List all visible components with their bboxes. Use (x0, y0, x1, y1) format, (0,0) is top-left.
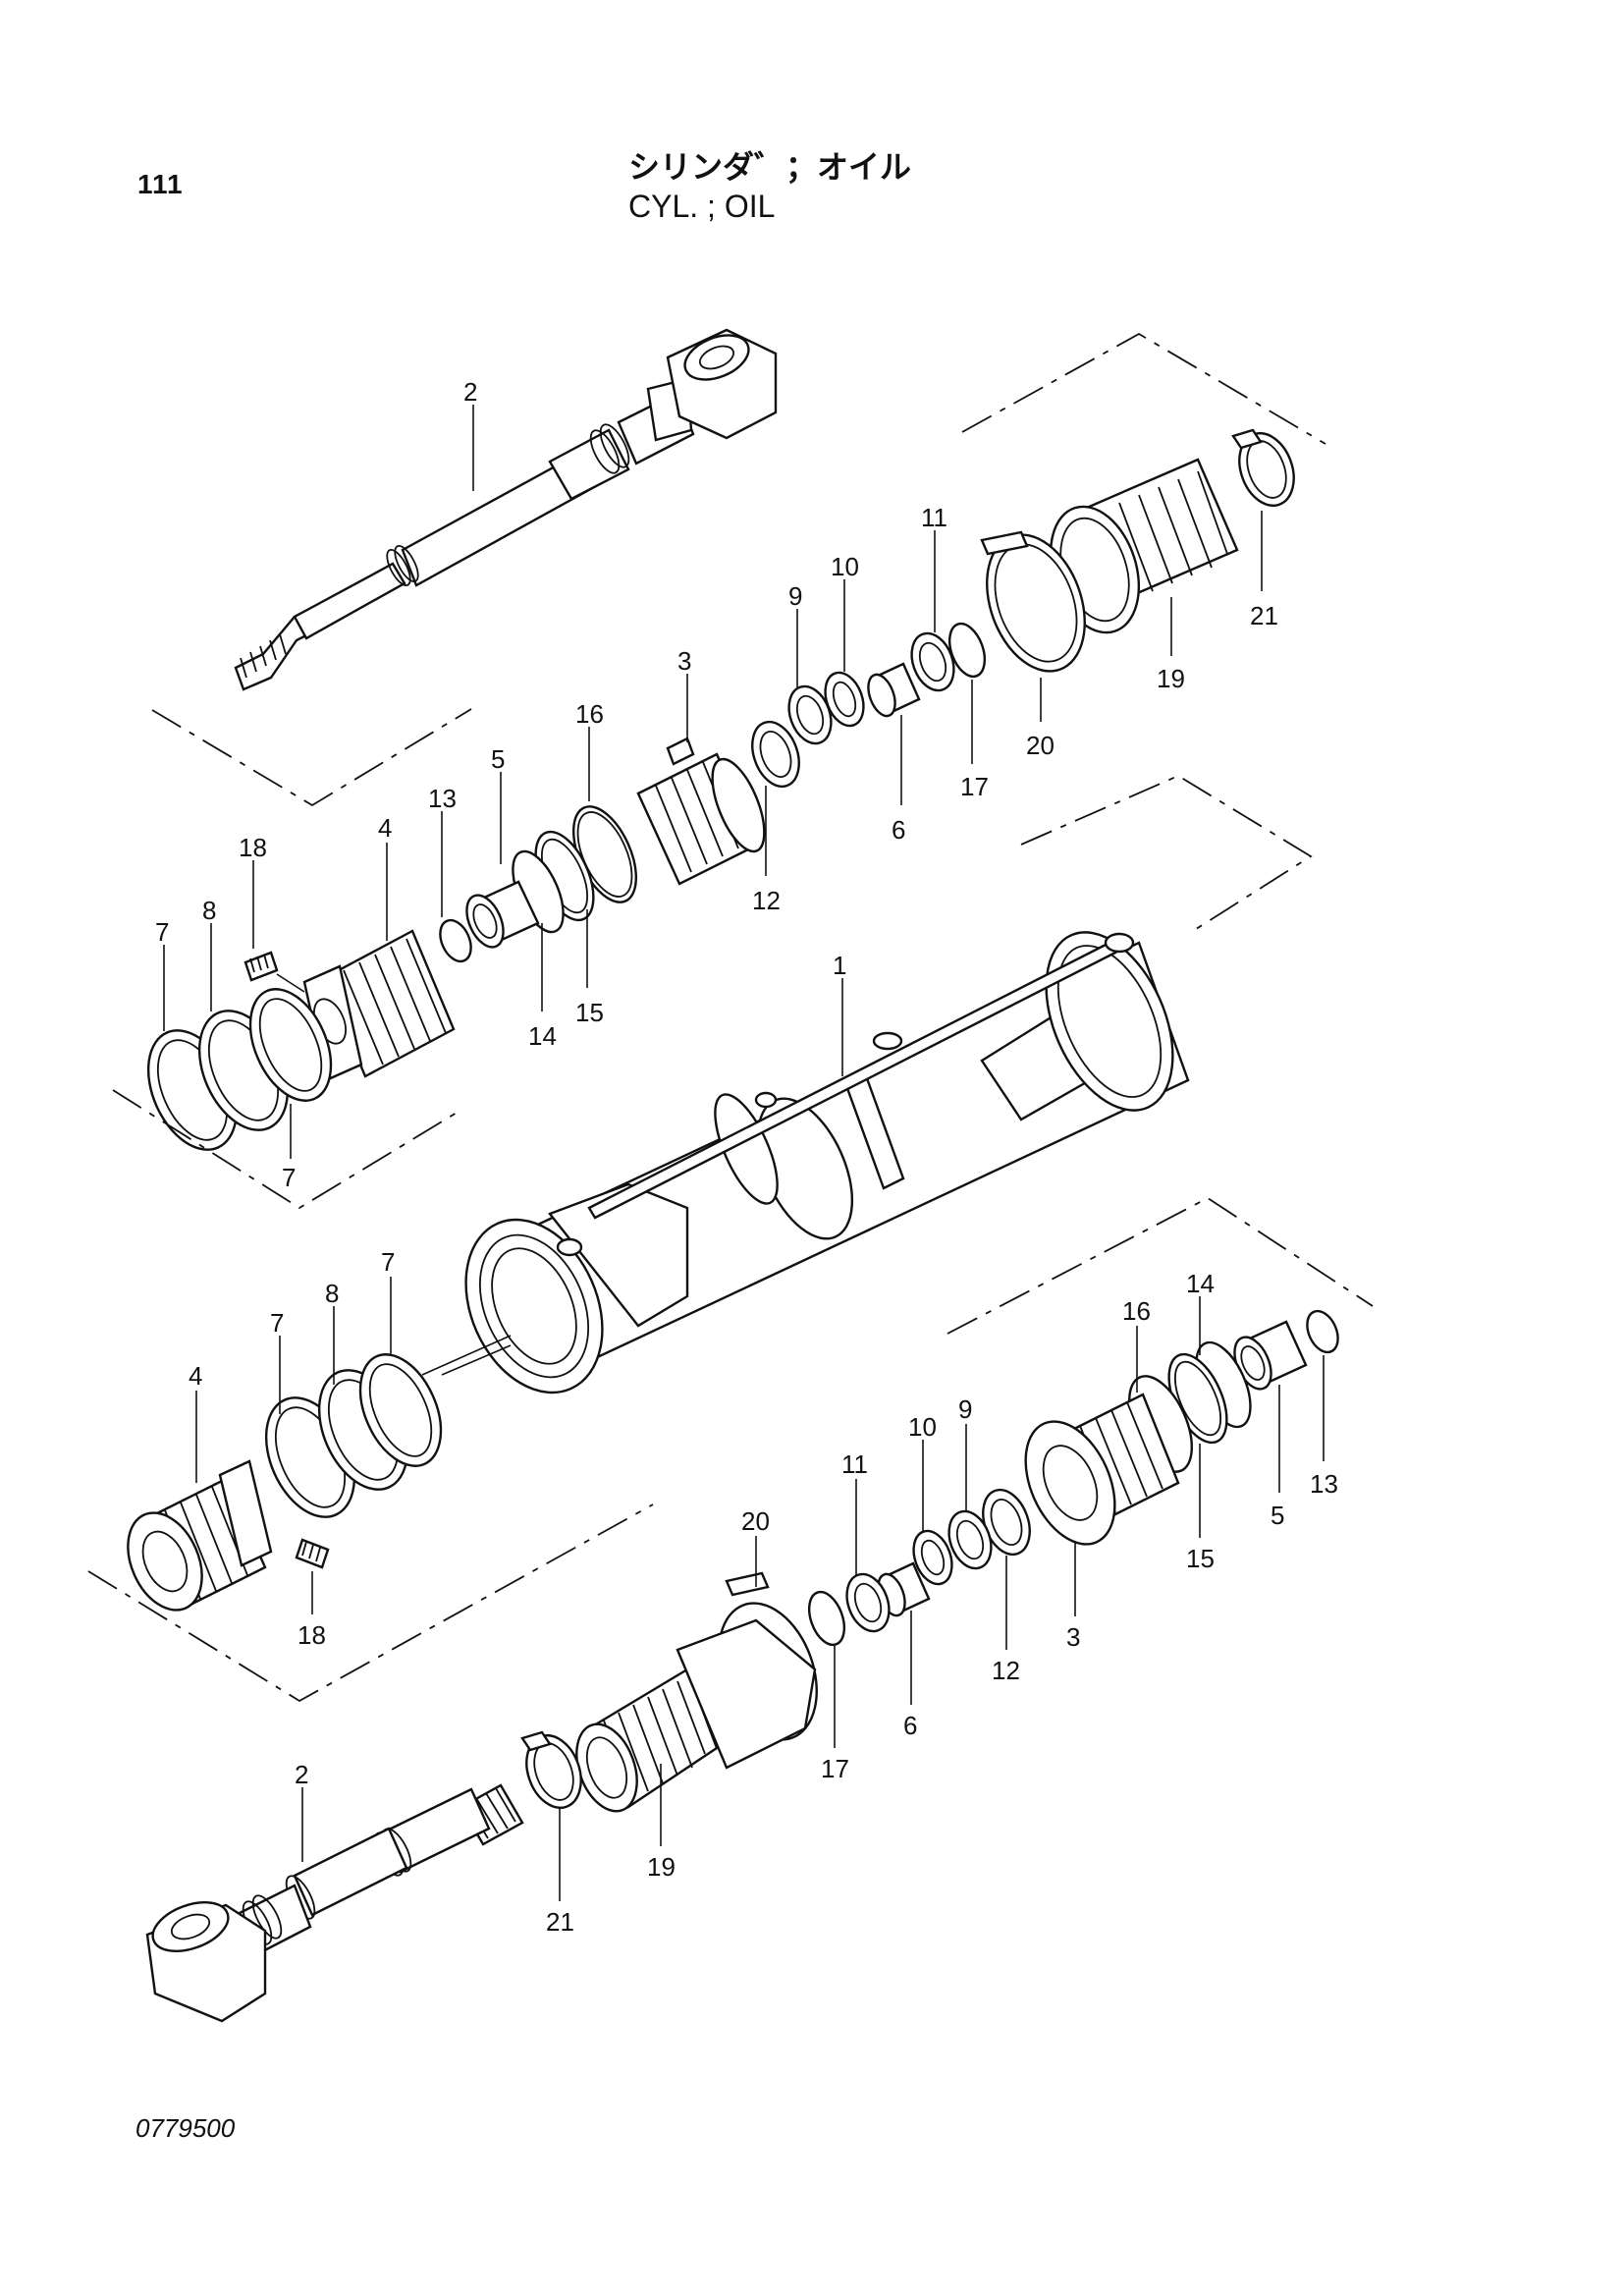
callout-15-upper: 15 (575, 998, 604, 1027)
callout-11-upper: 11 (921, 503, 947, 532)
callout-6-upper: 6 (892, 815, 905, 845)
upper-piston-3 (636, 737, 766, 886)
callout-14-upper: 14 (528, 1021, 557, 1051)
callout-6-lower: 6 (903, 1711, 917, 1740)
upper-ring-12 (751, 720, 800, 789)
callout-3-lower: 3 (1066, 1622, 1080, 1652)
upper-wear-ring-7b (248, 988, 333, 1102)
drawing-number: 0779500 (135, 2113, 236, 2143)
callout-15-lower: 15 (1186, 1544, 1215, 1573)
lower-nut-4 (127, 1459, 273, 1612)
leader-tube-to-ring (421, 1335, 512, 1376)
callout-5-upper: 5 (491, 744, 505, 774)
callout-14-lower: 14 (1186, 1269, 1215, 1298)
leader-lower-ring-to-tube (441, 1344, 512, 1376)
callout-8-lower: 8 (325, 1279, 339, 1308)
callout-7-upper-a: 7 (155, 917, 169, 947)
callout-11-lower: 11 (841, 1449, 868, 1479)
upper-seal-axis-frame (112, 774, 1313, 1210)
callout-9-upper: 9 (788, 581, 802, 611)
lower-piston-axis-frame (947, 1196, 1374, 1335)
lower-wear-ring-7b (358, 1353, 443, 1467)
callout-4-upper: 4 (378, 813, 392, 843)
callout-18-upper: 18 (239, 833, 267, 862)
lower-set-screw-18 (295, 1538, 330, 1569)
callout-10-lower: 10 (908, 1412, 937, 1442)
callout-2-upper: 2 (463, 377, 477, 407)
callout-18-lower: 18 (298, 1620, 326, 1650)
title-block: シリンダ゛；オイル CYL. ; OIL (628, 147, 911, 226)
callout-9-lower: 9 (958, 1394, 972, 1424)
callout-12-upper: 12 (752, 886, 781, 915)
lower-hose-clamp (520, 1730, 582, 1809)
upper-set-screw-18 (243, 951, 279, 982)
upper-nut-4 (302, 929, 456, 1082)
upper-piston-rod (234, 328, 778, 691)
callout-20-upper: 20 (1026, 731, 1055, 760)
upper-hose-clamp (1231, 428, 1295, 507)
callout-21-upper: 21 (1250, 601, 1278, 630)
upper-o-ring-13 (439, 918, 472, 963)
lower-o-ring-13 (1306, 1309, 1339, 1354)
leader-18-upper-b (276, 973, 305, 993)
lower-piston-3 (1024, 1393, 1180, 1546)
callout-7-upper-b: 7 (282, 1163, 296, 1192)
title-japanese: シリンダ゛；オイル (628, 148, 912, 186)
upper-bushing-5 (465, 880, 540, 949)
lower-seal-axis-frame (87, 1503, 654, 1703)
callout-1: 1 (833, 951, 846, 980)
callout-2-lower: 2 (295, 1760, 308, 1789)
callout-17-upper: 17 (960, 772, 989, 801)
callout-13-upper: 13 (428, 784, 457, 813)
callout-16-upper: 16 (575, 699, 604, 729)
callout-8-upper: 8 (202, 896, 216, 925)
upper-rod-axis-frame (151, 332, 1326, 807)
lower-bellows-boot (575, 1618, 817, 1813)
cylinder-tube-1 (464, 931, 1190, 1394)
callout-10-upper: 10 (831, 552, 859, 581)
callout-19-upper: 19 (1157, 664, 1185, 693)
title-english: CYL. ; OIL (628, 189, 776, 224)
page-number: 111 (137, 169, 184, 199)
callout-3-upper: 3 (677, 646, 691, 676)
callout-4-lower: 4 (189, 1361, 202, 1391)
callout-16-lower: 16 (1122, 1296, 1151, 1326)
callout-21-lower: 21 (546, 1907, 574, 1937)
callout-7-lower-b: 7 (381, 1247, 395, 1277)
lower-o-ring-17 (807, 1590, 846, 1647)
callout-7-lower-a: 7 (270, 1308, 284, 1338)
callout-13-lower: 13 (1310, 1469, 1338, 1499)
lower-piston-rod (145, 1783, 524, 2023)
callout-19-lower: 19 (647, 1852, 676, 1882)
upper-band-clamp (980, 530, 1086, 673)
callout-20-lower: 20 (741, 1506, 770, 1536)
callout-17-lower: 17 (821, 1754, 849, 1783)
callout-12-lower: 12 (992, 1656, 1020, 1685)
callout-5-lower: 5 (1271, 1501, 1284, 1530)
